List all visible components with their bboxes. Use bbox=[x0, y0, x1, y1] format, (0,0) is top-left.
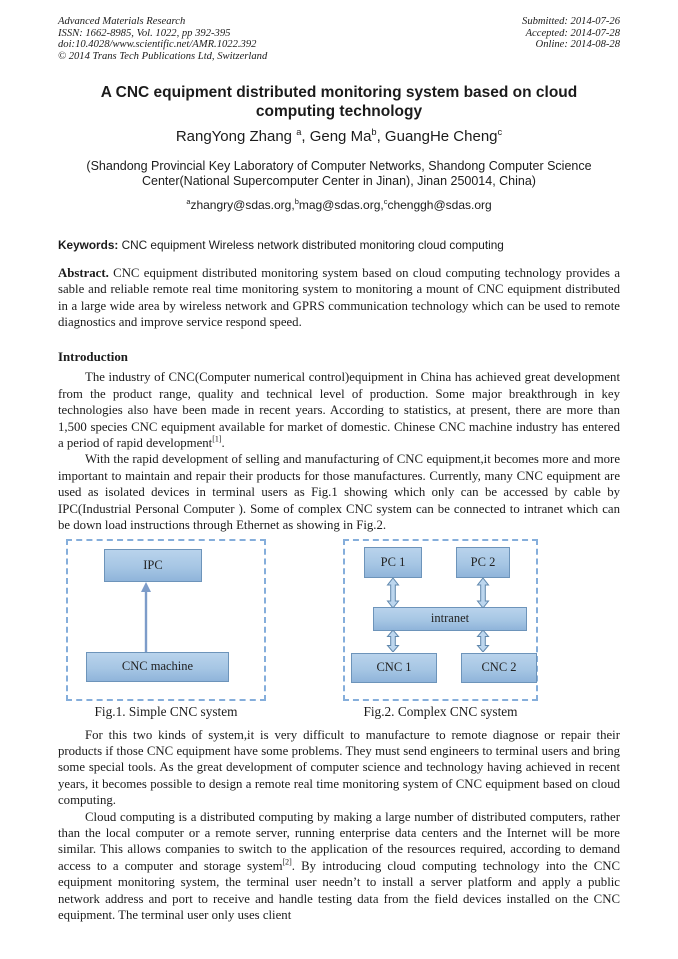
figure-1-caption: Fig.1. Simple CNC system bbox=[94, 703, 238, 719]
abstract-paragraph: Abstract. CNC equipment distributed moni… bbox=[58, 265, 620, 331]
affiliation-line: (Shandong Provincial Key Laboratory of C… bbox=[86, 158, 592, 188]
author-affiliation-mark: c bbox=[497, 126, 503, 137]
citation-ref-2: [2] bbox=[282, 857, 292, 867]
authors-line: RangYong Zhang a, Geng Mab, GuangHe Chen… bbox=[0, 126, 678, 145]
submitted-date: Submitted: 2014-07-26 bbox=[522, 16, 620, 27]
journal-issn-volume: ISSN: 1662-8985, Vol. 1022, pp 392-395 bbox=[58, 27, 231, 39]
paper-title: A CNC equipment distributed monitoring s… bbox=[100, 83, 578, 120]
double-arrow-icon bbox=[476, 577, 490, 608]
emails-line: azhangry@sdas.org,bmag@sdas.org,cchenggh… bbox=[0, 198, 678, 212]
paragraph-3: For this two kinds of system,it is very … bbox=[58, 727, 620, 808]
diagram-node-cnc2: CNC 2 bbox=[461, 652, 537, 683]
figure-1: IPC CNC machine bbox=[66, 538, 266, 701]
diagram-node-cnc-machine: CNC machine bbox=[86, 651, 229, 682]
section-heading-introduction: Introduction bbox=[58, 350, 128, 365]
author-affiliation-mark: b bbox=[371, 126, 377, 137]
online-date: Online: 2014-08-28 bbox=[535, 39, 620, 51]
diagram-node-ipc: IPC bbox=[104, 548, 202, 582]
figures-row: IPC CNC machine Fig.1. Simple CNC system… bbox=[0, 538, 678, 719]
paragraph-1: The industry of CNC(Computer numerical c… bbox=[58, 370, 620, 451]
diagram-node-cnc1: CNC 1 bbox=[351, 652, 437, 683]
author-name: , GuangHe Chengc bbox=[376, 126, 503, 145]
double-arrow-icon bbox=[386, 577, 400, 608]
author-name: , Geng Mab bbox=[301, 126, 377, 145]
submission-dates: Submitted: 2014-07-26 Accepted: 2014-07-… bbox=[522, 16, 620, 51]
keywords-line: Keywords: CNC equipment Wireless network… bbox=[58, 238, 620, 252]
up-arrow-icon bbox=[141, 581, 151, 652]
author-name: RangYong Zhang a bbox=[175, 126, 302, 145]
abstract-label: Abstract. bbox=[58, 265, 109, 280]
email-address: cchenggh@sdas.org bbox=[383, 196, 492, 212]
journal-doi: doi:10.4028/www.scientific.net/AMR.1022.… bbox=[58, 39, 257, 51]
double-arrow-icon bbox=[476, 629, 490, 652]
author-affiliation-mark: a bbox=[296, 126, 302, 137]
journal-copyright: © 2014 Trans Tech Publications Ltd, Swit… bbox=[58, 51, 268, 63]
keywords-label: Keywords: bbox=[58, 237, 119, 252]
keywords-text: CNC equipment Wireless network distribut… bbox=[118, 237, 504, 252]
journal-header: Advanced Materials Research ISSN: 1662-8… bbox=[0, 0, 678, 63]
diagram-node-pc1: PC 1 bbox=[364, 546, 422, 578]
citation-ref-1: [1] bbox=[212, 434, 222, 444]
paragraph-2: With the rapid development of selling an… bbox=[58, 452, 620, 533]
email-address: azhangry@sdas.org, bbox=[186, 196, 295, 212]
journal-name: Advanced Materials Research bbox=[58, 16, 186, 27]
abstract-text: CNC equipment distributed monitoring sys… bbox=[58, 265, 620, 330]
paragraph-4: Cloud computing is a distributed computi… bbox=[58, 809, 621, 922]
double-arrow-icon bbox=[386, 629, 400, 652]
figure-2-caption: Fig.2. Complex CNC system bbox=[363, 703, 518, 719]
accepted-date: Accepted: 2014-07-28 bbox=[525, 27, 620, 39]
journal-info: Advanced Materials Research ISSN: 1662-8… bbox=[58, 16, 267, 63]
diagram-node-pc2: PC 2 bbox=[456, 546, 510, 578]
diagram-node-intranet: intranet bbox=[373, 606, 527, 631]
email-address: bmag@sdas.org, bbox=[294, 196, 384, 212]
figure-2: PC 1 PC 2 intranet CNC 1 CNC 2 bbox=[343, 538, 538, 701]
